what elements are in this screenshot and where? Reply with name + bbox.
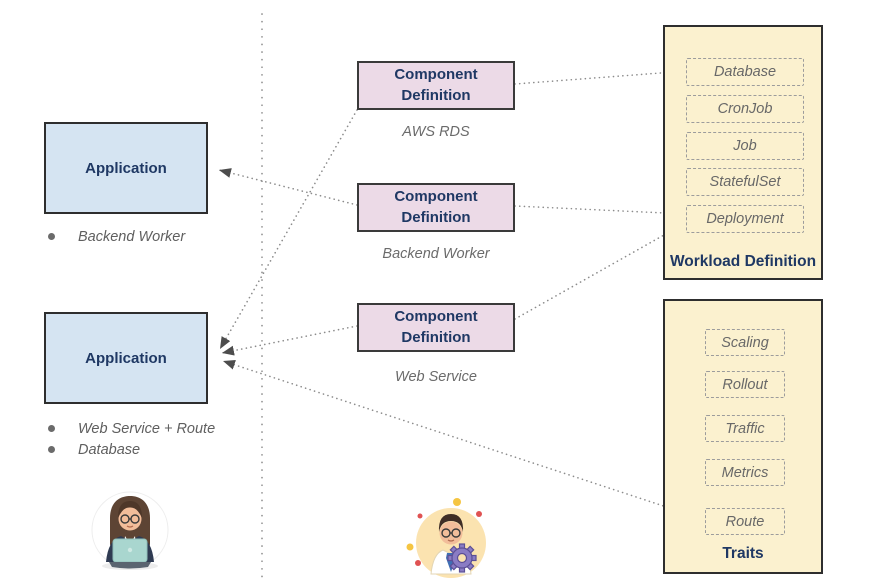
workload-definition-panel: Database CronJob Job StatefulSet Deploym…: [663, 25, 823, 280]
trait-item-scaling: Scaling: [705, 329, 785, 356]
edge-backendworker-to-application1: [218, 168, 358, 206]
gear-icon: [447, 543, 477, 573]
list-item: Web Service + Route: [44, 418, 304, 439]
component-definition-title: Component Definition: [394, 66, 478, 104]
trait-item-rollout: Rollout: [705, 371, 785, 398]
component-definition-caption: Backend Worker: [382, 246, 490, 262]
edge-backendworker-to-deployment: [514, 205, 688, 215]
platform-operator-man-icon: [405, 496, 495, 582]
application-1-bullets: Backend Worker: [44, 226, 304, 247]
component-definition-title: Component Definition: [394, 308, 478, 346]
bullet-dot-icon: [48, 446, 55, 453]
edge-awsrds-to-database: [514, 70, 688, 85]
bullet-dot-icon: [48, 425, 55, 432]
workload-panel-title: Workload Definition: [669, 253, 817, 270]
workload-item-statefulset: StatefulSet: [686, 168, 804, 196]
edge-awsrds-to-application2: [219, 109, 358, 350]
edge-route-to-application2: [222, 360, 704, 520]
component-definition-caption: AWS RDS: [402, 124, 470, 140]
workload-item-cronjob: CronJob: [686, 95, 804, 123]
list-item: Backend Worker: [44, 226, 304, 247]
component-definition-box-backend-worker: Component Definition: [357, 183, 515, 232]
traits-panel-title: Traits: [722, 545, 764, 562]
trait-item-route: Route: [705, 508, 785, 535]
edge-webservice-to-application2: [221, 325, 358, 356]
workload-item-deployment: Deployment: [686, 205, 804, 233]
application-box-2: Application: [44, 312, 208, 404]
traits-panel: Scaling Rollout Traffic Metrics Route Tr…: [663, 299, 823, 574]
workload-item-database: Database: [686, 58, 804, 86]
edge-webservice-to-deployment: [514, 221, 688, 320]
bullet-label: Database: [78, 441, 141, 458]
trait-item-traffic: Traffic: [705, 415, 785, 442]
workload-item-job: Job: [686, 132, 804, 160]
bullet-label: Web Service + Route: [78, 420, 216, 437]
component-definition-caption: Web Service: [395, 369, 477, 385]
list-item: Database: [44, 439, 304, 460]
app-developer-woman-icon: [90, 488, 170, 572]
trait-item-metrics: Metrics: [705, 459, 785, 486]
application-2-title: Application: [85, 349, 167, 367]
bullet-label: Backend Worker: [78, 228, 186, 245]
component-definition-title: Component Definition: [394, 188, 478, 226]
application-1-title: Application: [85, 159, 167, 177]
bullet-dot-icon: [48, 233, 55, 240]
application-box-1: Application: [44, 122, 208, 214]
component-definition-box-aws-rds: Component Definition: [357, 61, 515, 110]
application-2-bullets: Web Service + Route Database: [44, 418, 304, 460]
component-definition-box-web-service: Component Definition: [357, 303, 515, 352]
